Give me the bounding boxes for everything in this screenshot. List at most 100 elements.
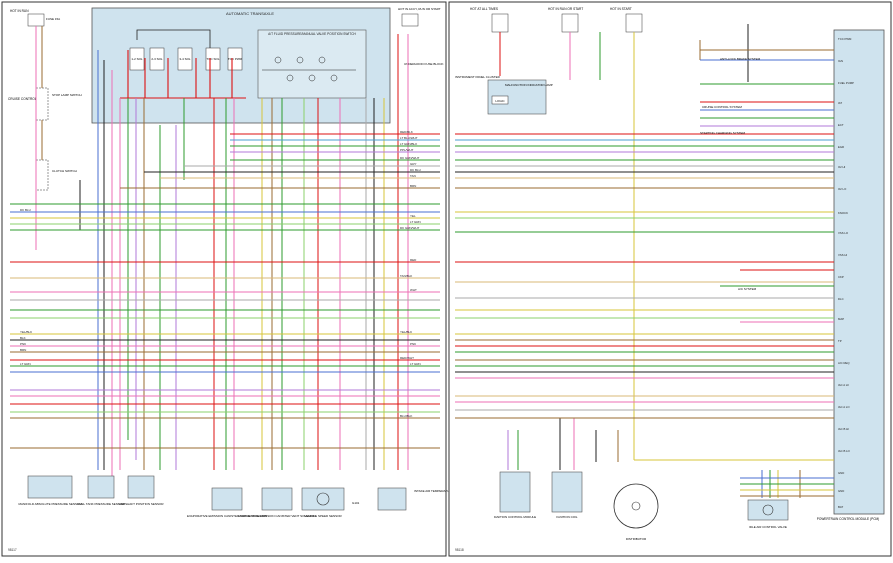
wire-label: WHT [410, 288, 417, 292]
solenoid-ground-wire [136, 29, 211, 48]
solenoid-box [177, 47, 193, 71]
solenoid-label: TCC SOL [206, 57, 219, 61]
vss-coil-symbol [316, 492, 330, 506]
component-label: EVAPORATIVE EMISSION CANISTER PURGE SOLE… [187, 514, 268, 518]
distributor-cap [613, 483, 659, 529]
underhood-label: UNDERHOOD FUSE BLOCK [404, 62, 444, 66]
transaxle-title: AUTOMATIC TRANSAXLE [226, 11, 274, 16]
right-sheet-border [448, 1, 892, 557]
fuse-box [625, 13, 643, 33]
wire-label: YEL/BLK [20, 330, 32, 334]
pcm-pin: BAT [838, 505, 844, 509]
wire-label: TAN/BLK [400, 274, 412, 278]
right-horizontal-wires [455, 49, 834, 497]
solenoid-box [149, 47, 165, 71]
hot-start-label: HOT IN START [610, 7, 632, 11]
solenoid-label: 1-2 SOL [131, 57, 143, 61]
wire-label: LT BLU/WHT [400, 136, 418, 140]
wire-label: TAN [410, 174, 416, 178]
pcm-pin: IAT [838, 101, 842, 105]
solenoid-label: 3-4 SOL [179, 57, 191, 61]
pcm-pin: FUEL PUMP [838, 81, 854, 85]
pcm-pin: DLC [838, 297, 844, 301]
component-label: FUEL TANK PRESSURE SENSOR [78, 502, 126, 506]
solenoid-box [129, 47, 145, 71]
anti-lock-label: ANTI-LOCK BRAKE SYSTEM [720, 57, 761, 61]
fuse-box [27, 13, 45, 27]
hot-in-run-label: HOT IN RUN [10, 9, 29, 13]
mil-label: MALFUNCTION INDICATOR LAMP [505, 83, 553, 87]
pcm-pin: GND [838, 471, 844, 475]
left-sheet-id: 98117 [8, 548, 17, 552]
left-sheet: AUTOMATIC TRANSAXLE A/T FLUID PRESSURE/M… [1, 1, 468, 557]
left-wire-labels: RED/BLK LT BLU/WHT LT GRN/BLK PPL/WHT DK… [20, 130, 421, 418]
wire-label: DK GRN/WHT [400, 226, 419, 230]
wire-label: LT GRN/BLK [400, 142, 417, 146]
pcm-pin: IAC B HI [838, 427, 849, 431]
wire-label: YEL [410, 214, 416, 218]
component-label: CAMSHAFT POSITION SENSOR [118, 502, 164, 506]
pcm-pin: IAC B LO [838, 449, 851, 453]
wire-label: PNK [410, 342, 416, 346]
solenoid-feed-wire [120, 50, 246, 99]
pressure-switch-title: A/T FLUID PRESSURE/MANUAL VALVE POSITION… [268, 32, 356, 36]
hot-in-acc-label: HOT IN ACCY, RUN OR START [398, 7, 441, 11]
wire-label: BRN [410, 184, 416, 188]
solenoid-label: 2-3 SOL [151, 57, 163, 61]
wire-label: GRY [410, 162, 416, 166]
fuel-tank-sensor [87, 475, 115, 499]
solenoid-label: TCC PWM [228, 57, 243, 61]
vss [301, 487, 345, 511]
map-sensor [27, 475, 73, 499]
ground-label: G101 [352, 501, 360, 505]
pressure-switch-box [257, 29, 367, 99]
pcm-pin: ECT [838, 123, 844, 127]
acc-fuse-box [401, 13, 419, 27]
pcm-pin: IGN [838, 59, 843, 63]
component-label: VEHICLE SPEED SENSOR [304, 514, 342, 518]
cruise-system-label: CRUISE CONTROL SYSTEM [702, 105, 742, 109]
clutch-switch-label: CLUTCH SWITCH [52, 169, 77, 173]
wire-label: DK BLU [20, 208, 31, 212]
pcm-pin: IAC A LO [838, 405, 850, 409]
pcm-title: POWERTRAIN CONTROL MODULE (PCM) [817, 517, 880, 521]
pcm-pin: GND [838, 489, 844, 493]
vent-solenoid [261, 487, 293, 511]
wire-label: PPL/WHT [400, 148, 414, 152]
pcm-pin: VSS HI [838, 253, 847, 257]
pcm-pin-labels: TCC PWM IGN FUEL PUMP IAT ECT EGR O2 HI … [838, 37, 854, 509]
component-label: IDLE AIR CONTROL VALVE [749, 525, 787, 529]
wire-label: RED/WHT [400, 356, 414, 360]
component-label: INTAKE AIR TEMPERATURE SENSOR [414, 489, 468, 493]
iac-valve [747, 499, 789, 521]
right-components: IGNITION CONTROL MODULE IGNITION COIL DI… [494, 471, 789, 541]
wire-label: PNK [20, 342, 26, 346]
pcm-pin: CKP [838, 275, 844, 279]
pcm-pin: O2 LO [838, 187, 847, 191]
pcm-pin: MAP [838, 317, 844, 321]
wire-label: DK BLU [410, 168, 421, 172]
component-label: MANIFOLD ABSOLUTE PRESSURE SENSOR [18, 502, 82, 506]
stop-lamp-label: STOP LAMP SWITCH [52, 93, 82, 97]
pressure-switch-contacts [262, 56, 356, 82]
hot-all-label: HOT AT ALL TIMES [470, 7, 498, 11]
pcm-module [833, 29, 885, 515]
ignition-module [499, 471, 531, 513]
ac-system-label: A/C SYSTEM [738, 287, 757, 291]
wire-label: BLU/BLK [400, 414, 412, 418]
wire-label: LT GRN [410, 220, 421, 224]
wire-label: LT GRN [20, 362, 31, 366]
starting-label: STARTING CHARGING SYSTEM [700, 131, 746, 135]
wire-label: RED [410, 258, 417, 262]
logic-label: LOGIC [495, 99, 505, 103]
iac-motor-icon [762, 504, 774, 516]
pcm-pin: KNOCK [838, 211, 848, 215]
wire-label: BLK [20, 336, 26, 340]
component-label: IGNITION COIL [556, 515, 578, 519]
fuse-box [491, 13, 509, 33]
right-sheet-id: 98118 [455, 548, 464, 552]
pcm-pin: VSS LO [838, 231, 849, 235]
left-components: MANIFOLD ABSOLUTE PRESSURE SENSOR FUEL T… [18, 475, 468, 518]
